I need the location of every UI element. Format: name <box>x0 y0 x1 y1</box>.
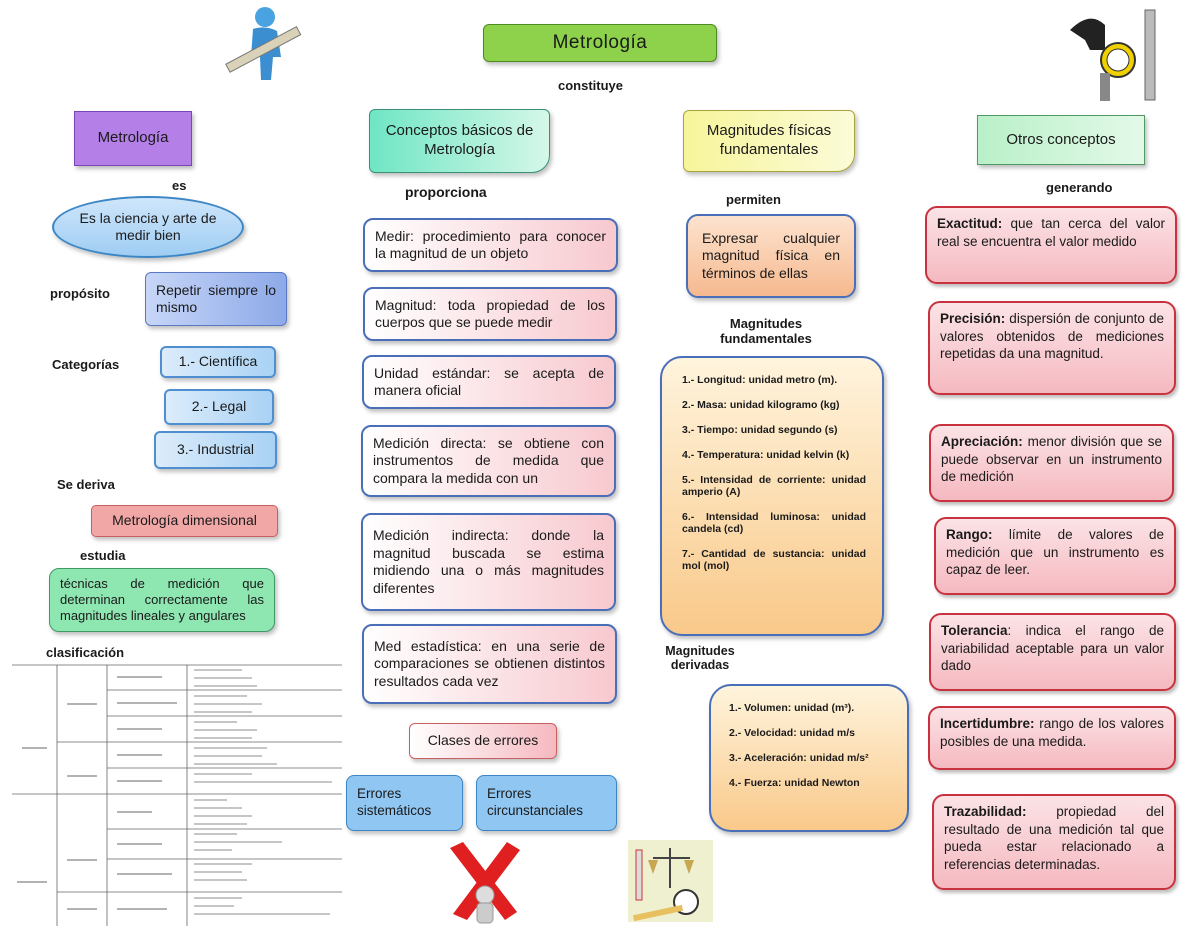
deriv-item: 3.- Aceleración: unidad m/s² <box>729 752 869 764</box>
title-node: Metrología <box>483 24 717 62</box>
categoria-industrial: 3.- Industrial <box>154 431 277 469</box>
label-magnitudes-derivadas: Magnitudes derivadas <box>665 644 735 672</box>
connector-clasificacion: clasificación <box>46 645 125 660</box>
deriv-item: 1.- Volumen: unidad (m³). <box>729 702 855 714</box>
connector-categorias: Categorías <box>52 357 120 372</box>
concepto-incertidumbre: Incertidumbre: rango de los valores posi… <box>928 706 1176 770</box>
concepto-medicion-directa: Medición directa: se obtiene con instrum… <box>361 425 616 497</box>
caliper-micrometer-icon <box>1060 5 1170 105</box>
connector-deriva: Se deriva <box>57 477 115 492</box>
concepto-tolerancia: Tolerancia: indica el rango de variabili… <box>929 613 1176 691</box>
errores-sistematicos-node: Errores sistemáticos <box>346 775 463 831</box>
expresar-node: Expresar cualquier magnitud física en té… <box>686 214 856 298</box>
concepto-rango: Rango: límite de valores de medición que… <box>934 517 1176 595</box>
clasificacion-table-image <box>12 664 342 926</box>
estudia-node: técnicas de medición que determinan corr… <box>49 568 275 632</box>
categoria-cientifica: 1.- Científica <box>160 346 276 378</box>
branch-metrologia: Metrología <box>74 111 192 166</box>
errores-circunstanciales-node: Errores circunstanciales <box>476 775 617 831</box>
connector-es: es <box>172 178 187 193</box>
definition-ellipse: Es la ciencia y arte de medir bien <box>52 196 244 258</box>
fund-item: 6.- Intensidad luminosa: unidad candela … <box>682 511 866 535</box>
concepto-precision: Precisión: dispersión de conjunto de val… <box>928 301 1176 395</box>
fund-item: 2.- Masa: unidad kilogramo (kg) <box>682 399 840 411</box>
branch-magnitudes: Magnitudes físicas fundamentales <box>683 110 855 172</box>
fund-item: 5.- Intensidad de corriente: unidad ampe… <box>682 474 866 498</box>
connector-generando: generando <box>1046 180 1113 195</box>
proposito-node: Repetir siempre lo mismo <box>145 272 287 326</box>
branch-conceptos: Conceptos básicos de Metrología <box>369 109 550 173</box>
derivadas-card: 1.- Volumen: unidad (m³). 2.- Velocidad:… <box>709 684 909 832</box>
connector-constituye: constituye <box>558 78 624 93</box>
concepto-exactitud: Exactitud: que tan cerca del valor real … <box>925 206 1177 284</box>
deriv-item: 4.- Fuerza: unidad Newton <box>729 777 860 789</box>
fund-item: 1.- Longitud: unidad metro (m). <box>682 374 838 386</box>
person-ruler-icon <box>215 5 310 85</box>
concepto-apreciacion: Apreciación: menor división que se puede… <box>929 424 1174 502</box>
connector-proporciona: proporciona <box>405 184 487 200</box>
clases-errores-node: Clases de errores <box>409 723 557 759</box>
concepto-med-estadistica: Med estadística: en una serie de compara… <box>362 624 617 704</box>
label-magnitudes-fundamentales: Magnitudes fundamentales <box>720 316 812 346</box>
deriva-node: Metrología dimensional <box>91 505 278 537</box>
concepto-trazabilidad: Trazabilidad: propiedad del resultado de… <box>932 794 1176 890</box>
connector-permiten: permiten <box>726 192 781 207</box>
categoria-legal: 2.- Legal <box>164 389 274 425</box>
concepto-medir: Medir: procedimiento para conocer la mag… <box>363 218 618 272</box>
concepto-medicion-indirecta: Medición indirecta: donde la magnitud bu… <box>361 513 616 611</box>
concepto-unidad: Unidad estándar: se acepta de manera ofi… <box>362 355 616 409</box>
deriv-item: 2.- Velocidad: unidad m/s <box>729 727 856 739</box>
connector-estudia: estudia <box>80 548 126 563</box>
fund-item: 4.- Temperatura: unidad kelvin (k) <box>682 449 850 461</box>
measurement-instruments-icon <box>628 840 713 922</box>
fund-item: 7.- Cantidad de sustancia: unidad mol (m… <box>682 548 866 572</box>
branch-otros: Otros conceptos <box>977 115 1145 165</box>
concepto-magnitud: Magnitud: toda propiedad de los cuerpos … <box>363 287 617 341</box>
fund-item: 3.- Tiempo: unidad segundo (s) <box>682 424 838 436</box>
fundamentales-card: 1.- Longitud: unidad metro (m). 2.- Masa… <box>660 356 884 636</box>
error-cross-icon <box>445 840 525 925</box>
connector-proposito: propósito <box>50 286 110 301</box>
